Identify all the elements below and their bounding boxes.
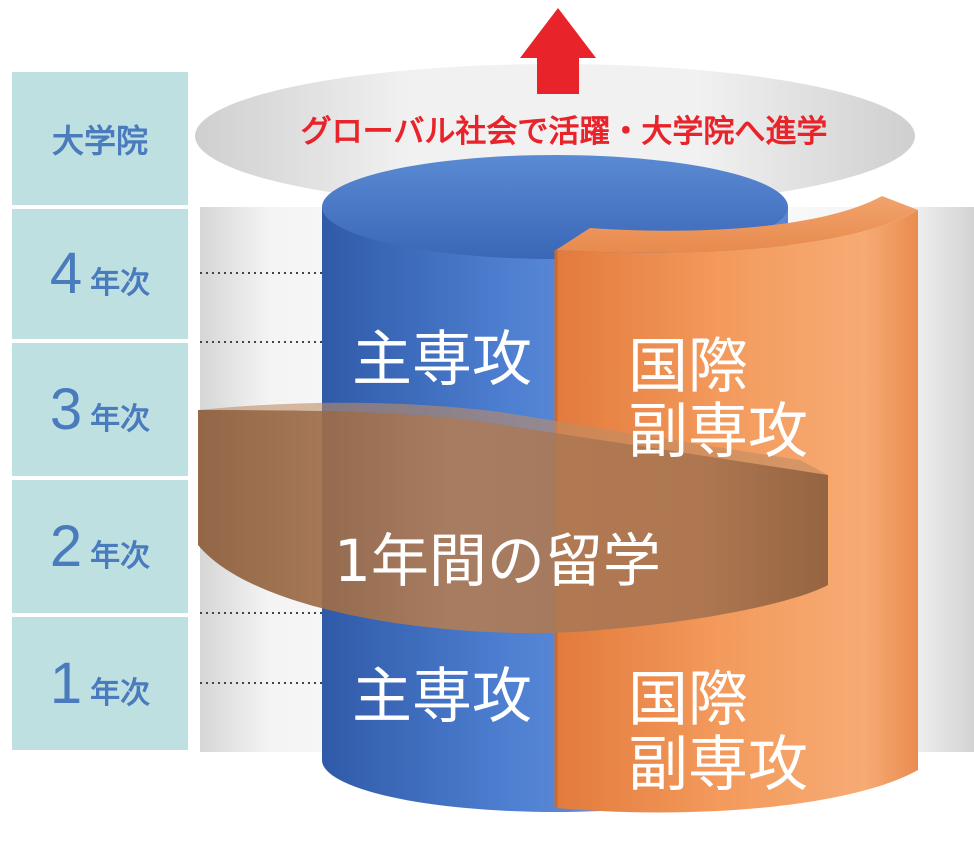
sidebar-item-graduate: 大学院 <box>12 72 188 205</box>
year-3-number: 3 <box>49 376 83 442</box>
major-label-lower: 主専攻 <box>352 662 532 732</box>
year-1-number: 1 <box>49 650 83 716</box>
sidebar-item-year-2: 2 年次 <box>12 480 188 613</box>
year-2-label: 2 年次 <box>49 513 151 579</box>
year-4-label: 4 年次 <box>50 245 150 303</box>
study-abroad-band <box>198 402 828 634</box>
banner-halo <box>195 64 915 208</box>
sidebar-item-year-4: 4 年次 <box>12 209 188 339</box>
banner-title: グローバル社会で活躍・大学院へ進学 <box>300 114 828 150</box>
minor-label-lower: 国際 副専攻 <box>628 668 808 798</box>
minor-label-lower-line2: 副専攻 <box>628 729 808 800</box>
sidebar-item-year-1: 1 年次 <box>12 617 188 750</box>
minor-label-lower-line1: 国際 <box>628 665 748 735</box>
year-1-label: 1 年次 <box>49 650 151 716</box>
arrow-up-icon <box>520 8 596 94</box>
year-1-suffix: 年次 <box>90 675 151 711</box>
year-3-label: 3 年次 <box>49 376 151 442</box>
major-label-upper: 主専攻 <box>352 325 532 395</box>
minor-label-upper: 国際 副専攻 <box>628 335 808 465</box>
minor-label-upper-line1: 国際 <box>628 332 748 402</box>
year-2-number: 2 <box>49 513 83 579</box>
sidebar-item-year-3: 3 年次 <box>12 343 188 476</box>
year-3-suffix: 年次 <box>90 401 151 437</box>
year-4-number: 4 <box>49 241 83 306</box>
year-2-suffix: 年次 <box>90 538 151 574</box>
graduate-label: 大学院 <box>51 121 148 160</box>
guide-lines <box>200 272 322 684</box>
study-abroad-label: 1年間の留学 <box>334 527 661 595</box>
minor-label-upper-line2: 副専攻 <box>628 396 808 467</box>
year-4-suffix: 年次 <box>90 266 151 301</box>
